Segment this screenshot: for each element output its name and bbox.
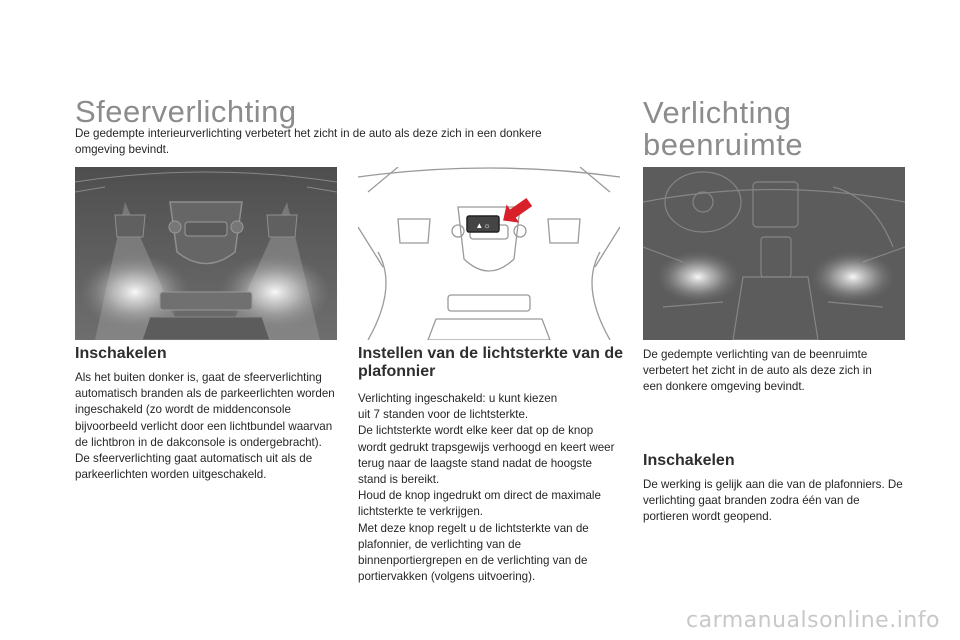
left-body: Als het buiten donker is, gaat de sfeerv… xyxy=(75,370,337,483)
right-paragraph: De werking is gelijk aan die van de plaf… xyxy=(643,478,903,524)
middle-paragraph: Verlichting ingeschakeld: u kunt kiezen … xyxy=(358,392,558,422)
right-title: Verlichting beenruimte xyxy=(643,97,803,161)
footwell-light-photo xyxy=(643,167,905,340)
svg-text:▲☼: ▲☼ xyxy=(475,221,490,230)
middle-paragraph: Houd de knop ingedrukt om direct de maxi… xyxy=(358,489,601,519)
middle-section-title: Instellen van de lichtsterkte van de pla… xyxy=(358,345,623,380)
right-intro: De gedempte verlichting van de beenruimt… xyxy=(643,348,872,394)
right-title-line: Verlichting xyxy=(643,95,792,130)
middle-body: Verlichting ingeschakeld: u kunt kiezen … xyxy=(358,391,620,585)
right-body: De werking is gelijk aan die van de plaf… xyxy=(643,477,905,526)
left-section-title: Inschakelen xyxy=(75,345,167,362)
middle-paragraph: De lichtsterkte wordt elke keer dat op d… xyxy=(358,424,615,487)
page-title: Sfeerverlichting xyxy=(75,94,297,129)
intro-text: De gedempte interieurverlichting verbete… xyxy=(75,127,542,157)
dimmer-button-drawing: ▲☼ xyxy=(358,167,620,340)
middle-paragraph: Met deze knop regelt u de lichtsterkte v… xyxy=(358,521,589,584)
watermark-text: carmanualsonline.info xyxy=(686,608,940,633)
right-title-line: beenruimte xyxy=(643,127,804,162)
left-paragraph: Als het buiten donker is, gaat de sfeerv… xyxy=(75,371,335,449)
ambient-light-photo xyxy=(75,167,337,340)
right-section-title: Inschakelen xyxy=(643,452,735,469)
left-paragraph: De sfeerverlichting gaat automatisch uit… xyxy=(75,452,313,482)
